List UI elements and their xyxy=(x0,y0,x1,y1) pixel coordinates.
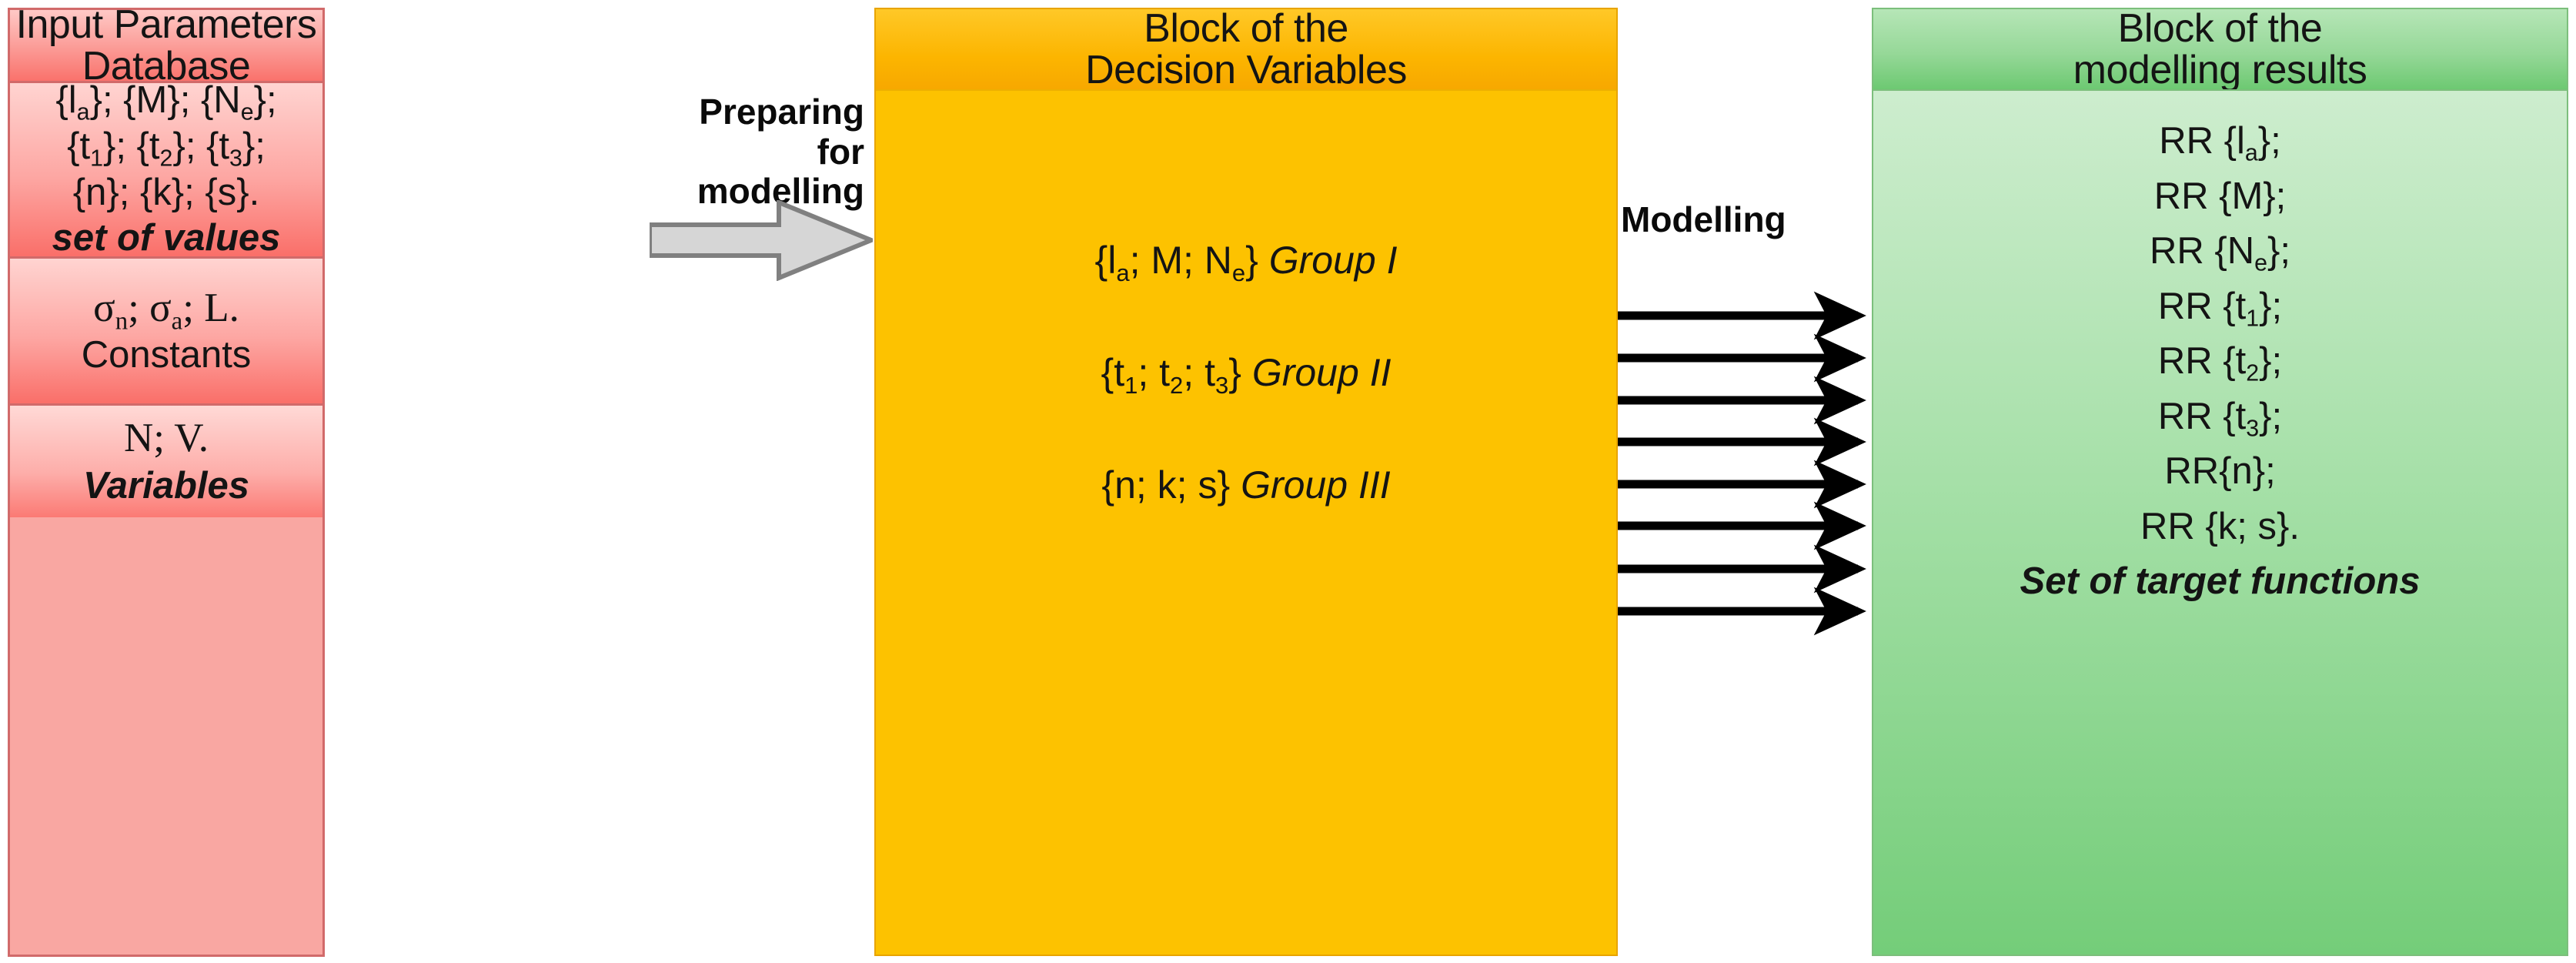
input-sets-line2: {t1}; {t2}; {t3}; xyxy=(67,125,266,172)
decision-group-1: {la; M; Ne} Group I xyxy=(1094,239,1398,286)
input-variables-caption: Variables xyxy=(82,464,250,507)
preparing-label-line1: Preparing xyxy=(699,92,864,132)
decision-block-header: Block of the Decision Variables xyxy=(876,9,1616,91)
input-parameters-block: Input Parameters Database {la}; {M}; {Ne… xyxy=(8,8,325,957)
modelling-connector: Modelling xyxy=(1618,8,1873,956)
input-header-line1: Input Parameters xyxy=(15,10,317,47)
decision-group-3: {n; k; s} Group III xyxy=(1101,462,1390,508)
input-sets-cell: {la}; {M}; {Ne}; {t1}; {t2}; {t3}; {n}; … xyxy=(10,83,322,259)
preparing-label: Preparing for modelling xyxy=(327,92,870,212)
input-block-header: Input Parameters Database xyxy=(10,10,322,83)
input-header-line2: Database xyxy=(82,44,251,83)
preparing-connector: Preparing for modelling xyxy=(326,8,873,956)
input-sets-line1: {la}; {M}; {Ne}; xyxy=(55,83,277,125)
modelling-label: Modelling xyxy=(1621,199,1786,239)
decision-block-body: {la; M; Ne} Group I {t1; t2; t3} Group I… xyxy=(876,91,1616,955)
input-constants-line1: σn; σa; L. xyxy=(93,285,239,336)
result-line-3: RR {Ne}; xyxy=(2149,230,2291,276)
decision-group-2-name: Group II xyxy=(1251,351,1392,394)
results-caption: Set of target functions xyxy=(2020,560,2421,603)
input-sets-caption: set of values xyxy=(52,217,281,259)
decision-header-line1: Block of the xyxy=(1144,9,1348,51)
decision-group-3-name: Group III xyxy=(1241,463,1391,507)
input-constants-caption: Constants xyxy=(81,334,252,376)
input-constants-cell: σn; σa; L. Constants xyxy=(10,259,322,406)
results-block-body: RR {la}; RR {M}; RR {Ne}; RR {t1}; RR {t… xyxy=(1873,91,2567,955)
results-block-header: Block of the modelling results xyxy=(1873,9,2567,91)
decision-group-2: {t1; t2; t3} Group II xyxy=(1101,351,1392,399)
input-variables-line1: N; V. xyxy=(124,416,209,461)
input-variables-cell: N; V. Variables xyxy=(10,406,322,517)
results-header-line2: modelling results xyxy=(2073,48,2367,91)
input-sets-line3: {n}; {k}; {s}. xyxy=(72,171,260,213)
result-line-2: RR {M}; xyxy=(2153,175,2287,217)
arrow-right-group-icon xyxy=(1618,291,1866,636)
preparing-label-line2: for xyxy=(817,131,864,172)
result-line-4: RR {t1}; xyxy=(2157,285,2283,332)
result-line-1: RR {la}; xyxy=(2159,120,2281,166)
result-line-7: RR{n}; xyxy=(2164,450,2276,493)
decision-header-line2: Decision Variables xyxy=(1085,48,1407,91)
decision-group-1-name: Group I xyxy=(1268,239,1398,282)
block-arrow-right-icon xyxy=(650,200,873,281)
decision-variables-block: Block of the Decision Variables {la; M; … xyxy=(874,8,1618,956)
result-line-6: RR {t3}; xyxy=(2157,395,2283,442)
result-line-5: RR {t2}; xyxy=(2157,340,2283,386)
result-line-8: RR {k; s}. xyxy=(2140,505,2300,547)
decision-group-3-members: {n; k; s} xyxy=(1101,463,1231,507)
modelling-results-block: Block of the modelling results RR {la}; … xyxy=(1872,8,2568,956)
results-header-line1: Block of the xyxy=(2117,9,2323,51)
